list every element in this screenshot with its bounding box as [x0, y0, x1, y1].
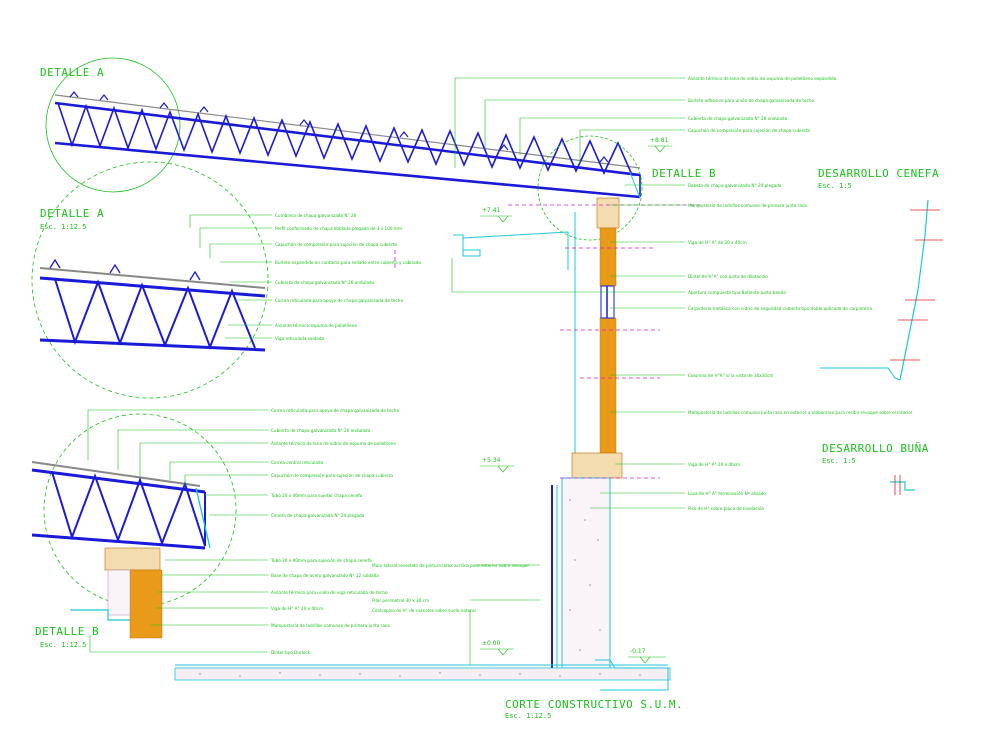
level-8-81: +8.81 — [650, 137, 669, 144]
scale-desarrollo-buna: Esc. 1:5 — [822, 457, 856, 465]
note-capuchon: Capuchón de compresión para sujeción de … — [688, 128, 810, 133]
detail-a-top-circle — [45, 57, 181, 193]
note-a-cubierta: Cubierta de chapa galvanizada N° 26 ondu… — [275, 280, 375, 285]
note-a-correa: Correa reticulada para apoyo de chapa ga… — [275, 298, 403, 303]
scale-desarrollo-cenefa: Esc. 1:5 — [818, 182, 852, 190]
brick-wall — [599, 227, 617, 454]
title-detalle-b-right: DETALLE B — [652, 167, 716, 180]
note-contrapiso: Contrapiso de H° de cascotes sobre suelo… — [372, 608, 476, 613]
note-pilar: Pilar perimetral 30 x 30 cm — [372, 598, 429, 603]
title-desarrollo-cenefa: DESARROLLO CENEFA — [818, 167, 939, 180]
note-mamposteria: Mampostería de ladrillos comunes de prim… — [688, 203, 807, 208]
level-0-00: ±0.00 — [482, 640, 501, 647]
note-b-tubo-1: Tubo 20 x 40mm para sujetar chapa cenefa — [270, 493, 363, 498]
scale-detalle-a-mid: Esc. 1:12.5 — [40, 223, 86, 231]
note-babeta: Babeta de chapa galvanizada N° 20 plegad… — [688, 183, 782, 188]
column — [561, 477, 611, 669]
note-b-dintel: Dintel tipo Durlock — [271, 650, 311, 655]
floor-slab — [174, 667, 671, 681]
bottom-notes-group: Muro lateral revestido de pintura látex … — [372, 563, 540, 665]
note-mamposteria-exterior: Mampostería de ladrillos comunes junta r… — [688, 410, 913, 415]
detail-b-right-circle — [537, 135, 643, 241]
scale-detalle-b-left: Esc. 1:12.5 — [40, 641, 86, 649]
note-dintel: Dintel de H°A° con junta de dilatación — [688, 274, 768, 279]
main-notes-group: Aislante térmico de lana de vidrio de es… — [451, 76, 913, 511]
level-minus-0-17: -0.17 — [630, 648, 646, 655]
note-burlete: Burlete adhesivo para unión de chapa gal… — [688, 98, 815, 103]
note-b-cubierta: Cubierta de chapa galvanizada N° 26 ondu… — [271, 428, 371, 433]
note-a-burlete: Burlete expandido en contacto para sella… — [275, 260, 421, 265]
detail-a-mid-group: Cumbrera de chapa galvanizada N° 20 Perf… — [31, 161, 421, 399]
note-b-correa-central: Correa central reticulada — [271, 460, 324, 465]
note-abertura: Abertura compuesta tipo Batiente junto b… — [688, 290, 786, 295]
detail-a-top-group — [45, 57, 641, 199]
floor-slab-group — [174, 664, 671, 681]
note-a-perfil: Perfil conformado de chapa doblada plega… — [275, 226, 402, 231]
level-7-41: +7.41 — [482, 207, 501, 214]
note-a-capuchon: Capuchón de compresión para sujeción de … — [275, 242, 397, 247]
note-carpinteria: Carpintería metálica con vidrio de segur… — [688, 306, 872, 311]
note-aislante-termico: Aislante térmico de lana de vidrio de es… — [688, 76, 837, 81]
roof-sheet-top — [54, 94, 641, 169]
note-b-mamposteria: Mampostería de ladrillos comunes de prim… — [271, 623, 390, 628]
note-losa: Losa de H° A° terminación Nº alisado — [688, 491, 766, 496]
lower-beam — [571, 452, 623, 479]
note-b-correa: Correa reticulada para apoyo de chapa ga… — [271, 408, 399, 413]
note-b-base: Base de chapa de acero galvanizado N° 12… — [271, 573, 379, 578]
note-b-aislante: Aislante térmico de lana de vidrio de es… — [271, 441, 396, 446]
upper-beam — [596, 197, 620, 229]
centerlines — [394, 204, 700, 479]
gutter-profile — [453, 231, 569, 270]
detail-b-left-group: Correa reticulada para apoyo de chapa ga… — [31, 408, 399, 655]
level-5-34: +5.34 — [482, 457, 501, 464]
detail-a-mid-circle — [31, 161, 269, 399]
note-columna: Columna de H°A° s/ la vista de 30x30cm — [688, 373, 773, 378]
title-detalle-a-mid: DETALLE A — [40, 207, 104, 220]
note-viga-lower: Viga de H° A° 20 x 40cm — [688, 462, 740, 467]
note-a-aislante: Aislante térmico espuma de polietileno — [275, 323, 357, 328]
detail-b-brick — [129, 569, 163, 639]
truss-top-chord — [54, 101, 641, 177]
note-b-capuchon: Capuchón de compresión para sujeción de … — [271, 473, 393, 478]
title-detalle-b-left: DETALLE B — [35, 625, 99, 638]
title-corte-constructivo: CORTE CONSTRUCTIVO S.U.M. — [505, 698, 683, 711]
note-b-aislante-2: Aislante térmico para unión de viga reti… — [271, 590, 388, 595]
note-b-cenefa: Cenefa de chapa galvanizada N° 24 plegad… — [271, 513, 365, 518]
title-desarrollo-buna: DESARROLLO BUÑA — [822, 442, 929, 455]
note-muro-lateral: Muro lateral revestido de pintura látex … — [372, 563, 529, 568]
wall-section-group — [453, 197, 623, 669]
note-b-tubo-2: Tubo 20 x 40mm para sujeción de chapa ce… — [270, 558, 372, 563]
note-viga-20x40: Viga de H° A° de 20 x 40cm — [688, 240, 747, 245]
note-a-cumbrera: Cumbrera de chapa galvanizada N° 20 — [275, 213, 357, 218]
level-marks: +8.81 +7.41 +5.34 ±0.00 -0.17 — [480, 137, 672, 664]
note-cubierta: Cubierta de chapa galvanizada N° 26 ondu… — [688, 116, 788, 121]
desarrollo-buna-group — [890, 475, 915, 495]
note-piso: Piso de H° sobre placa de nivelación — [688, 506, 765, 511]
purlin-symbols — [69, 91, 609, 163]
scale-corte: Esc. 1:12.5 — [505, 712, 551, 720]
truss-bottom-chord — [54, 141, 641, 199]
column-hatch — [569, 499, 601, 651]
floor-edge-group — [595, 659, 669, 691]
title-detalle-a-top: DETALLE A — [40, 66, 104, 79]
note-b-viga: Viga de H° A° 20 x 40cm — [271, 606, 323, 611]
note-a-viga: Viga reticulada soldada — [275, 336, 325, 341]
desarrollo-cenefa-group — [820, 199, 943, 381]
truss-webs — [57, 102, 641, 197]
